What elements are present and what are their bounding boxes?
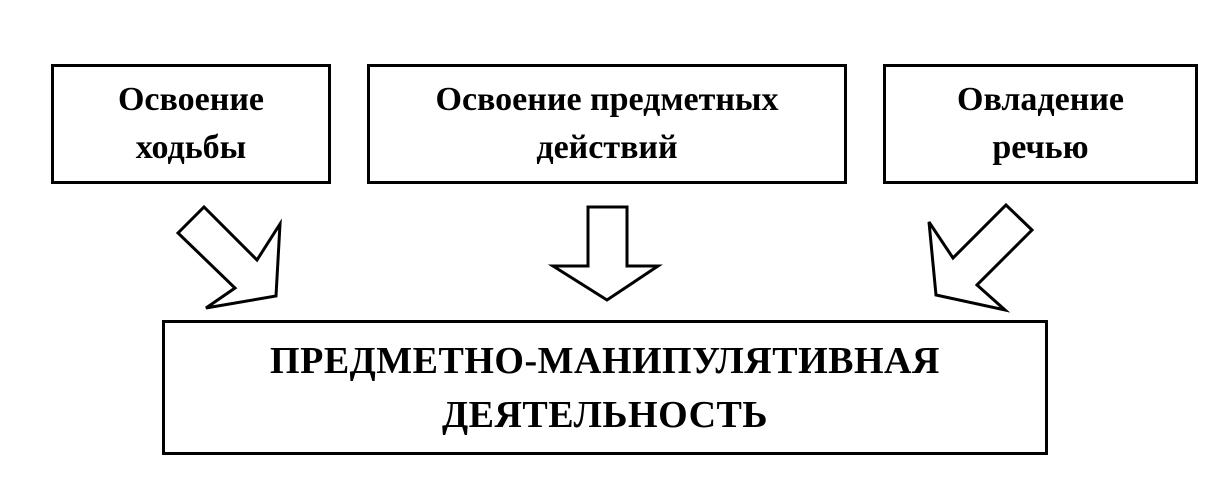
object-manipulative-activity-box: ПРЕДМЕТНО-МАНИПУЛЯТИВНАЯ ДЕЯТЕЛЬНОСТЬ (162, 320, 1048, 455)
object-actions-box: Освоение предметных действий (367, 64, 847, 184)
walking-label: Освоение ходьбы (117, 81, 265, 166)
left-arrow (175, 204, 282, 310)
center-arrow (547, 205, 663, 302)
right-arrow (927, 202, 1035, 313)
walking-box: Освоение ходьбы (51, 64, 331, 184)
speech-box: Овладение речью (883, 64, 1198, 184)
object-actions-label: Освоение предметных действий (435, 81, 779, 166)
speech-label: Овладение речью (957, 81, 1124, 166)
object-manipulative-activity-label: ПРЕДМЕТНО-МАНИПУЛЯТИВНАЯ ДЕЯТЕЛЬНОСТЬ (270, 339, 940, 436)
